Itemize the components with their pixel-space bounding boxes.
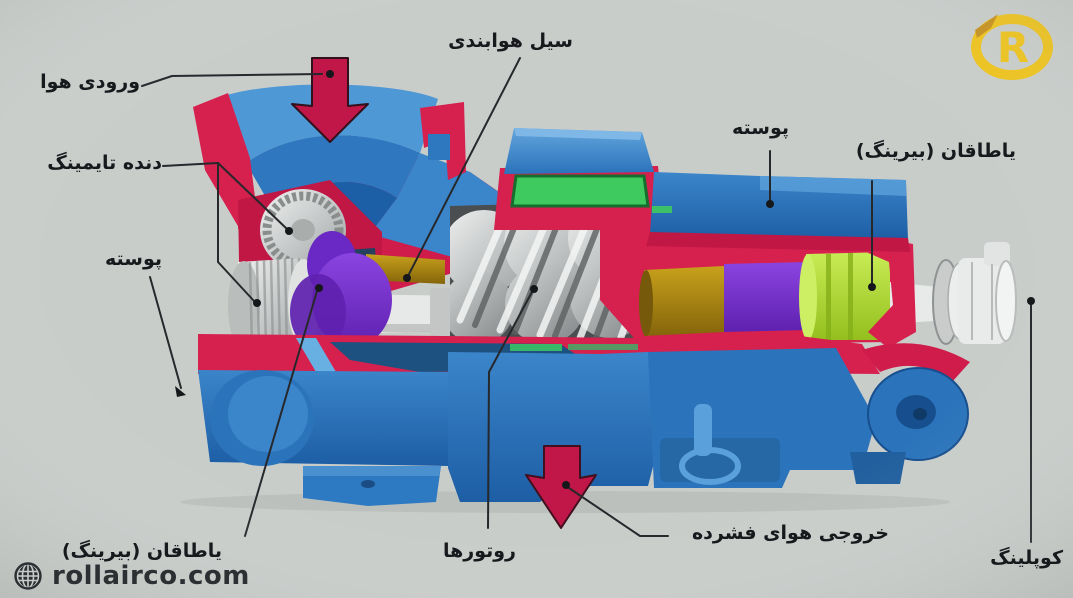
label-rotors: روتورها bbox=[442, 540, 516, 562]
label-casing-left: پوسته bbox=[104, 248, 162, 270]
globe-icon bbox=[14, 562, 42, 590]
label-timing-gear: دنده تایمینگ bbox=[47, 152, 162, 174]
coupling bbox=[932, 242, 1017, 345]
label-casing-right: پوسته bbox=[731, 117, 789, 139]
label-bearing-right: یاطاقان (بیرینگ) bbox=[855, 140, 1016, 162]
label-coupling: کوپلینگ bbox=[990, 547, 1063, 569]
label-air-seal: سیل هوابندی bbox=[448, 30, 573, 52]
label-bearing-left: یاطاقان (بیرینگ) bbox=[61, 540, 222, 562]
website-text: rollairco.com bbox=[52, 561, 250, 591]
top-casing-right bbox=[646, 172, 910, 252]
brand-logo: R bbox=[971, 14, 1053, 80]
watermark: rollairco.com bbox=[13, 561, 250, 591]
seal-cap bbox=[494, 128, 664, 230]
label-air-inlet: ورودی هوا bbox=[40, 71, 140, 93]
logo-letter: R bbox=[997, 23, 1029, 72]
label-air-outlet: خروجی هوای فشرده bbox=[691, 522, 889, 544]
